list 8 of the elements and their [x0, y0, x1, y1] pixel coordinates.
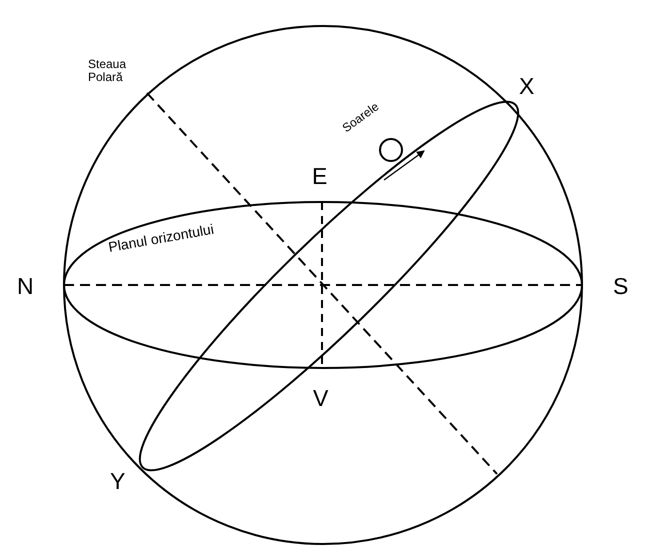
cardinal-label: N: [17, 274, 34, 300]
plane-label: Planul orizontului: [107, 222, 215, 256]
point-label: E: [312, 164, 328, 190]
point-label: X: [519, 74, 534, 100]
cardinal-label: V: [313, 386, 328, 412]
cardinal-label: S: [613, 274, 628, 300]
star-label: Steaua Polară: [88, 58, 128, 84]
point-label: Y: [110, 469, 126, 494]
